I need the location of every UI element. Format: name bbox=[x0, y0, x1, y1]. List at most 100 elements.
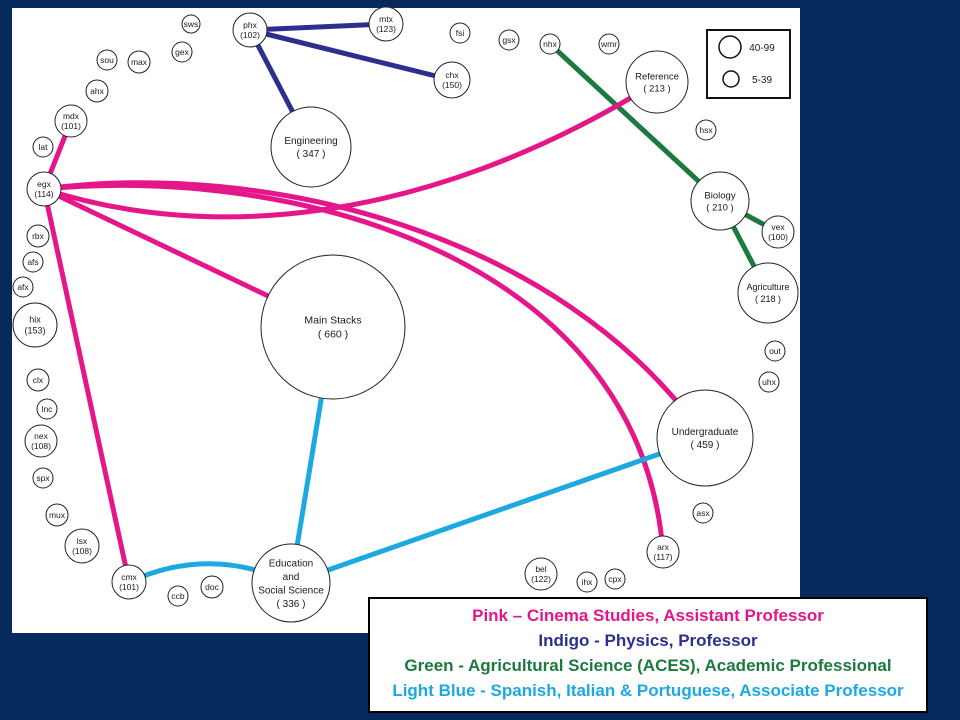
node-name: bel bbox=[535, 564, 546, 574]
node-lat: lat bbox=[32, 136, 54, 158]
edge-nhx-biology bbox=[548, 42, 722, 203]
node-name: wmr bbox=[600, 39, 617, 49]
node-circle bbox=[656, 389, 754, 487]
node-count: (117) bbox=[653, 552, 672, 562]
edge-egx-arx bbox=[43, 182, 666, 553]
node-circle bbox=[604, 568, 626, 590]
node-name: mdx bbox=[63, 111, 80, 121]
node-name: sou bbox=[100, 55, 114, 65]
node-lnc: lnc bbox=[36, 398, 58, 420]
node-circle bbox=[737, 262, 799, 324]
node-circle bbox=[758, 371, 780, 393]
node-circle bbox=[127, 50, 151, 74]
node-name: rbx bbox=[32, 231, 45, 241]
size-legend-large-circle bbox=[718, 35, 742, 59]
node-count: ( 336 ) bbox=[277, 599, 306, 610]
node-circle bbox=[232, 12, 268, 48]
node-circle bbox=[181, 14, 201, 34]
node-undergraduate: Undergraduate ( 459 ) bbox=[656, 389, 754, 487]
node-name: ccb bbox=[171, 591, 185, 601]
node-name: afx bbox=[17, 282, 29, 292]
node-max: max bbox=[127, 50, 151, 74]
node-phx: phx(102) bbox=[232, 12, 268, 48]
node-egx: egx(114) bbox=[26, 171, 62, 207]
node-count: (108) bbox=[31, 441, 51, 451]
edge-phx-chx bbox=[249, 27, 453, 83]
node-arx: arx(117) bbox=[646, 535, 680, 569]
node-circle bbox=[498, 29, 520, 51]
node-count: ( 459 ) bbox=[691, 440, 720, 451]
node-count: (122) bbox=[531, 574, 551, 584]
node-count: ( 218 ) bbox=[755, 294, 781, 304]
node-sws: sws bbox=[181, 14, 201, 34]
node-mux: mux bbox=[45, 503, 69, 527]
node-name: Biology bbox=[704, 190, 735, 201]
node-cpx: cpx bbox=[604, 568, 626, 590]
node-uhx: uhx bbox=[758, 371, 780, 393]
node-count: (101) bbox=[119, 582, 139, 592]
node-afs: afs bbox=[22, 251, 44, 273]
node-count: (101) bbox=[61, 121, 81, 131]
node-ihx: ihx bbox=[576, 571, 598, 593]
node-bel: bel(122) bbox=[524, 557, 558, 591]
node-name: Undergraduate bbox=[672, 427, 739, 438]
node-asx: asx bbox=[692, 502, 714, 524]
node-name: cpx bbox=[608, 574, 622, 584]
node-circle bbox=[45, 503, 69, 527]
node-count: ( 210 ) bbox=[706, 202, 733, 213]
node-circle bbox=[167, 585, 189, 607]
node-circle bbox=[539, 33, 561, 55]
node-name: arx bbox=[657, 542, 670, 552]
node-hix: hix(153) bbox=[12, 302, 58, 348]
edge-phx-mtx bbox=[249, 21, 387, 33]
node-count: (102) bbox=[240, 30, 260, 40]
node-circle bbox=[449, 22, 471, 44]
node-count: (123) bbox=[376, 24, 396, 34]
node-circle bbox=[36, 398, 58, 420]
node-circle bbox=[200, 575, 224, 599]
legend-line-pink: Pink – Cinema Studies, Assistant Profess… bbox=[472, 606, 824, 625]
size-legend-large-label: 40-99 bbox=[749, 43, 775, 54]
node-count: (108) bbox=[72, 546, 92, 556]
node-name: chx bbox=[445, 70, 459, 80]
node-name: mtx bbox=[379, 14, 393, 24]
node-name: asx bbox=[696, 508, 710, 518]
node-name: afs bbox=[27, 257, 38, 267]
node-gex: gex bbox=[171, 41, 193, 63]
node-circle bbox=[692, 502, 714, 524]
node-name: vex bbox=[771, 222, 785, 232]
node-name: phx bbox=[243, 20, 257, 30]
node-wmr: wmr bbox=[598, 33, 620, 55]
node-circle bbox=[96, 49, 118, 71]
node-count: ( 347 ) bbox=[297, 149, 326, 160]
node-name: lnc bbox=[42, 404, 54, 414]
node-circle bbox=[32, 136, 54, 158]
node-name: cmx bbox=[121, 572, 137, 582]
node-out: out bbox=[764, 340, 786, 362]
node-circle bbox=[12, 276, 34, 298]
node-name: hsx bbox=[699, 125, 713, 135]
node-lsx: lsx(108) bbox=[64, 528, 100, 564]
node-name: uhx bbox=[762, 377, 776, 387]
node-circle bbox=[26, 171, 62, 207]
node-name: egx bbox=[37, 179, 51, 189]
node-circle bbox=[761, 215, 795, 249]
node-name: Reference bbox=[635, 71, 679, 82]
node-reference: Reference( 213 ) bbox=[625, 50, 689, 114]
node-name: Education bbox=[269, 558, 313, 569]
node-clx: clx bbox=[26, 368, 50, 392]
node-mtx: mtx(123) bbox=[368, 6, 404, 42]
node-circle bbox=[12, 302, 58, 348]
node-name: Engineering bbox=[284, 136, 337, 147]
node-circle bbox=[54, 104, 88, 138]
node-name: ihx bbox=[582, 577, 594, 587]
node-spx: spx bbox=[32, 467, 54, 489]
size-legend-box bbox=[706, 29, 791, 99]
node-name: gex bbox=[175, 47, 189, 57]
color-legend: Pink – Cinema Studies, Assistant Profess… bbox=[368, 597, 928, 713]
node-name: ahx bbox=[90, 86, 104, 96]
node-nex: nex(108) bbox=[24, 424, 58, 458]
node-circle bbox=[111, 564, 147, 600]
node-name: spx bbox=[36, 473, 50, 483]
node-gsx: gsx bbox=[498, 29, 520, 51]
